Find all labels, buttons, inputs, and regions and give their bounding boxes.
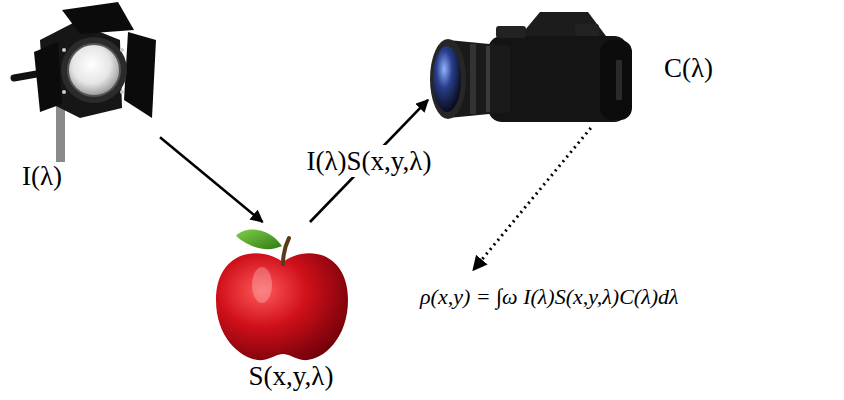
lamp-node: I(λ) — [8, 2, 160, 198]
formula-node: ρ(x,y) = ∫ω I(λ)S(x,y,λ)C(λ)dλ — [416, 270, 840, 332]
dotted-arrow — [473, 128, 591, 270]
camera-node: C(λ) — [428, 6, 724, 128]
edge-label: I(λ)S(x,y,λ) — [303, 145, 436, 177]
arrow — [160, 137, 263, 222]
symbol-label: I(λ) — [22, 160, 62, 192]
symbol-label: S(x,y,λ) — [212, 360, 370, 392]
lamp-illustration — [14, 2, 156, 162]
camera-illustration — [430, 12, 632, 122]
apple-node: S(x,y,λ) — [212, 222, 370, 398]
apple-illustration — [216, 229, 348, 360]
formula-text: ρ(x,y) = ∫ω I(λ)S(x,y,λ)C(λ)dλ — [420, 284, 679, 310]
symbol-label: C(λ) — [664, 52, 713, 84]
